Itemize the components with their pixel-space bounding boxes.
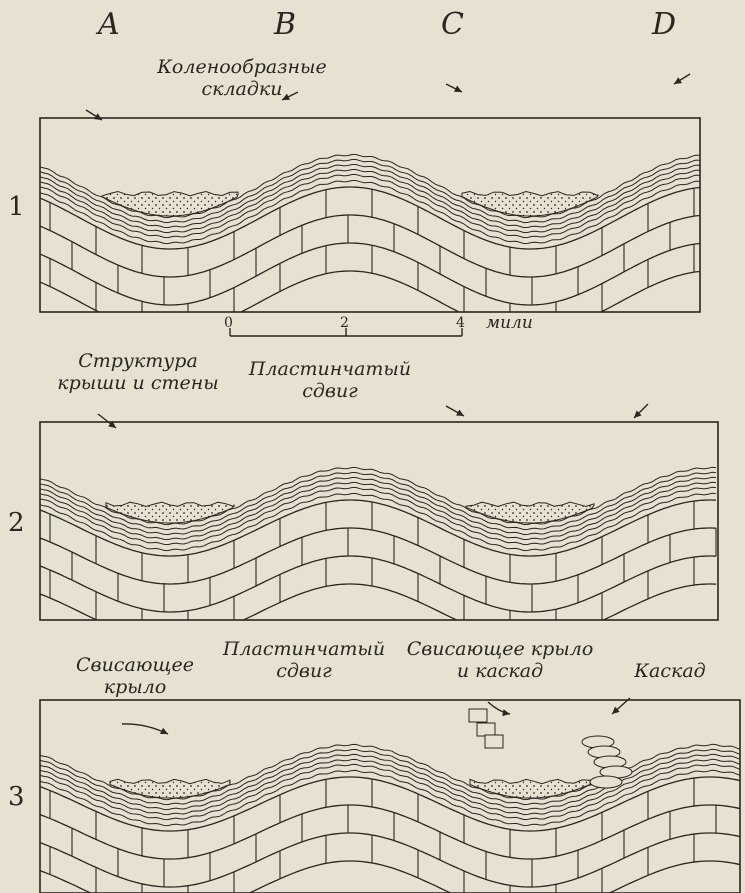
label-hanging-wing-cascade: Свисающее крыло и каскад xyxy=(400,638,600,682)
panel-number-2: 2 xyxy=(8,512,25,534)
cascade-block xyxy=(590,776,622,788)
arrow-head xyxy=(674,77,682,84)
column-label-c: C xyxy=(441,14,464,36)
scale-tick-2: 2 xyxy=(340,312,349,334)
panel-2 xyxy=(40,422,718,640)
column-label-d: D xyxy=(652,14,676,36)
hanging-block xyxy=(477,723,495,736)
panel-frame xyxy=(40,118,700,312)
label-hanging-wing: Свисающее крыло xyxy=(60,654,210,698)
label-plate-shift-2: Пластинчатый сдвиг xyxy=(240,358,420,402)
panel-frame xyxy=(40,422,718,620)
column-label-a: A xyxy=(98,14,120,36)
panel-number-1: 1 xyxy=(8,196,25,218)
scale-tick-0: 0 xyxy=(224,312,233,334)
scale-unit: мили xyxy=(486,312,533,334)
label-plate-shift-3: Пластинчатый сдвиг xyxy=(214,638,394,682)
scale-tick-4: 4 xyxy=(456,312,465,334)
label-knee-folds: Коленообразные складки xyxy=(152,56,332,100)
label-roof-wall-structure: Структура крыши и стены xyxy=(48,350,228,394)
panel-3 xyxy=(40,700,740,893)
column-label-b: B xyxy=(274,14,296,36)
arrow-head xyxy=(94,113,102,120)
label-cascade: Каскад xyxy=(620,660,720,682)
hanging-block xyxy=(485,735,503,748)
panel-number-3: 3 xyxy=(8,786,25,808)
panel-1 xyxy=(40,118,700,333)
hanging-block xyxy=(469,709,487,722)
